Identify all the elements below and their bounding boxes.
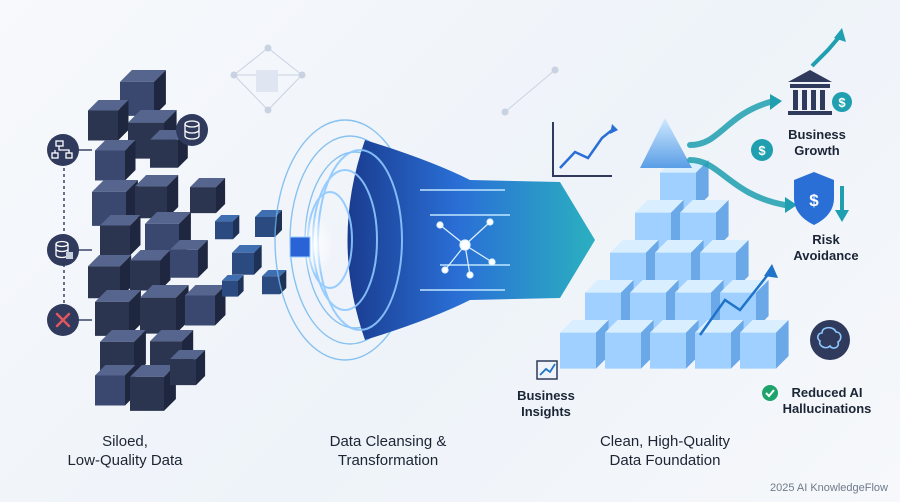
data-cube	[170, 240, 208, 278]
glass-cube	[585, 280, 634, 329]
glass-cube	[680, 200, 729, 249]
stage-label-cleansing: Data Cleansing &Transformation	[329, 433, 447, 469]
svg-text:$: $	[758, 143, 766, 158]
network-graph-decoration	[230, 44, 559, 116]
bank-icon: $	[788, 28, 852, 115]
data-cube	[185, 285, 226, 326]
data-cube	[100, 215, 141, 256]
growth-chart-icon	[552, 122, 618, 177]
database-error-icon	[47, 234, 79, 266]
shield-dollar-icon: $	[794, 172, 849, 225]
small-data-cube	[255, 210, 282, 237]
data-cube	[135, 175, 179, 219]
check-circle-icon	[762, 385, 778, 401]
small-data-cube	[215, 215, 240, 240]
glass-cube	[695, 320, 744, 369]
outcome-flow-arrows	[687, 99, 788, 208]
error-x-icon	[47, 304, 79, 336]
small-data-cube	[262, 270, 287, 295]
pyramid-apex	[640, 118, 692, 168]
svg-text:$: $	[838, 95, 846, 110]
cleansing-funnel	[274, 119, 595, 361]
stage-label-siloed: Siloed,Low-Quality Data	[67, 433, 183, 469]
dollar-coin-icon: $	[751, 139, 773, 161]
small-data-cube	[232, 245, 262, 275]
glass-cube	[700, 240, 749, 289]
glass-cube	[740, 320, 789, 369]
data-cube	[130, 365, 176, 411]
data-cube	[170, 350, 206, 386]
svg-text:$: $	[809, 191, 819, 210]
brain-icon	[810, 320, 850, 360]
data-cube	[140, 285, 189, 334]
data-foundation-pyramid	[560, 118, 789, 369]
data-cube	[95, 290, 141, 336]
data-cube	[95, 365, 136, 406]
insights-chart-icon	[536, 360, 558, 380]
data-cube	[190, 178, 226, 214]
glass-cube	[650, 320, 699, 369]
data-cube	[88, 100, 129, 141]
glass-cube	[605, 320, 654, 369]
database-icon	[176, 114, 208, 146]
data-cube	[130, 250, 171, 291]
flowing-data-cubes	[215, 210, 287, 297]
data-cube	[95, 140, 136, 181]
glass-cube	[610, 240, 659, 289]
watermark: 2025 AI KnowledgeFlow	[769, 482, 888, 494]
rising-trend-arrow	[698, 264, 778, 336]
glass-cube	[560, 320, 609, 369]
hierarchy-icon	[47, 134, 79, 166]
small-data-cube	[222, 275, 244, 297]
